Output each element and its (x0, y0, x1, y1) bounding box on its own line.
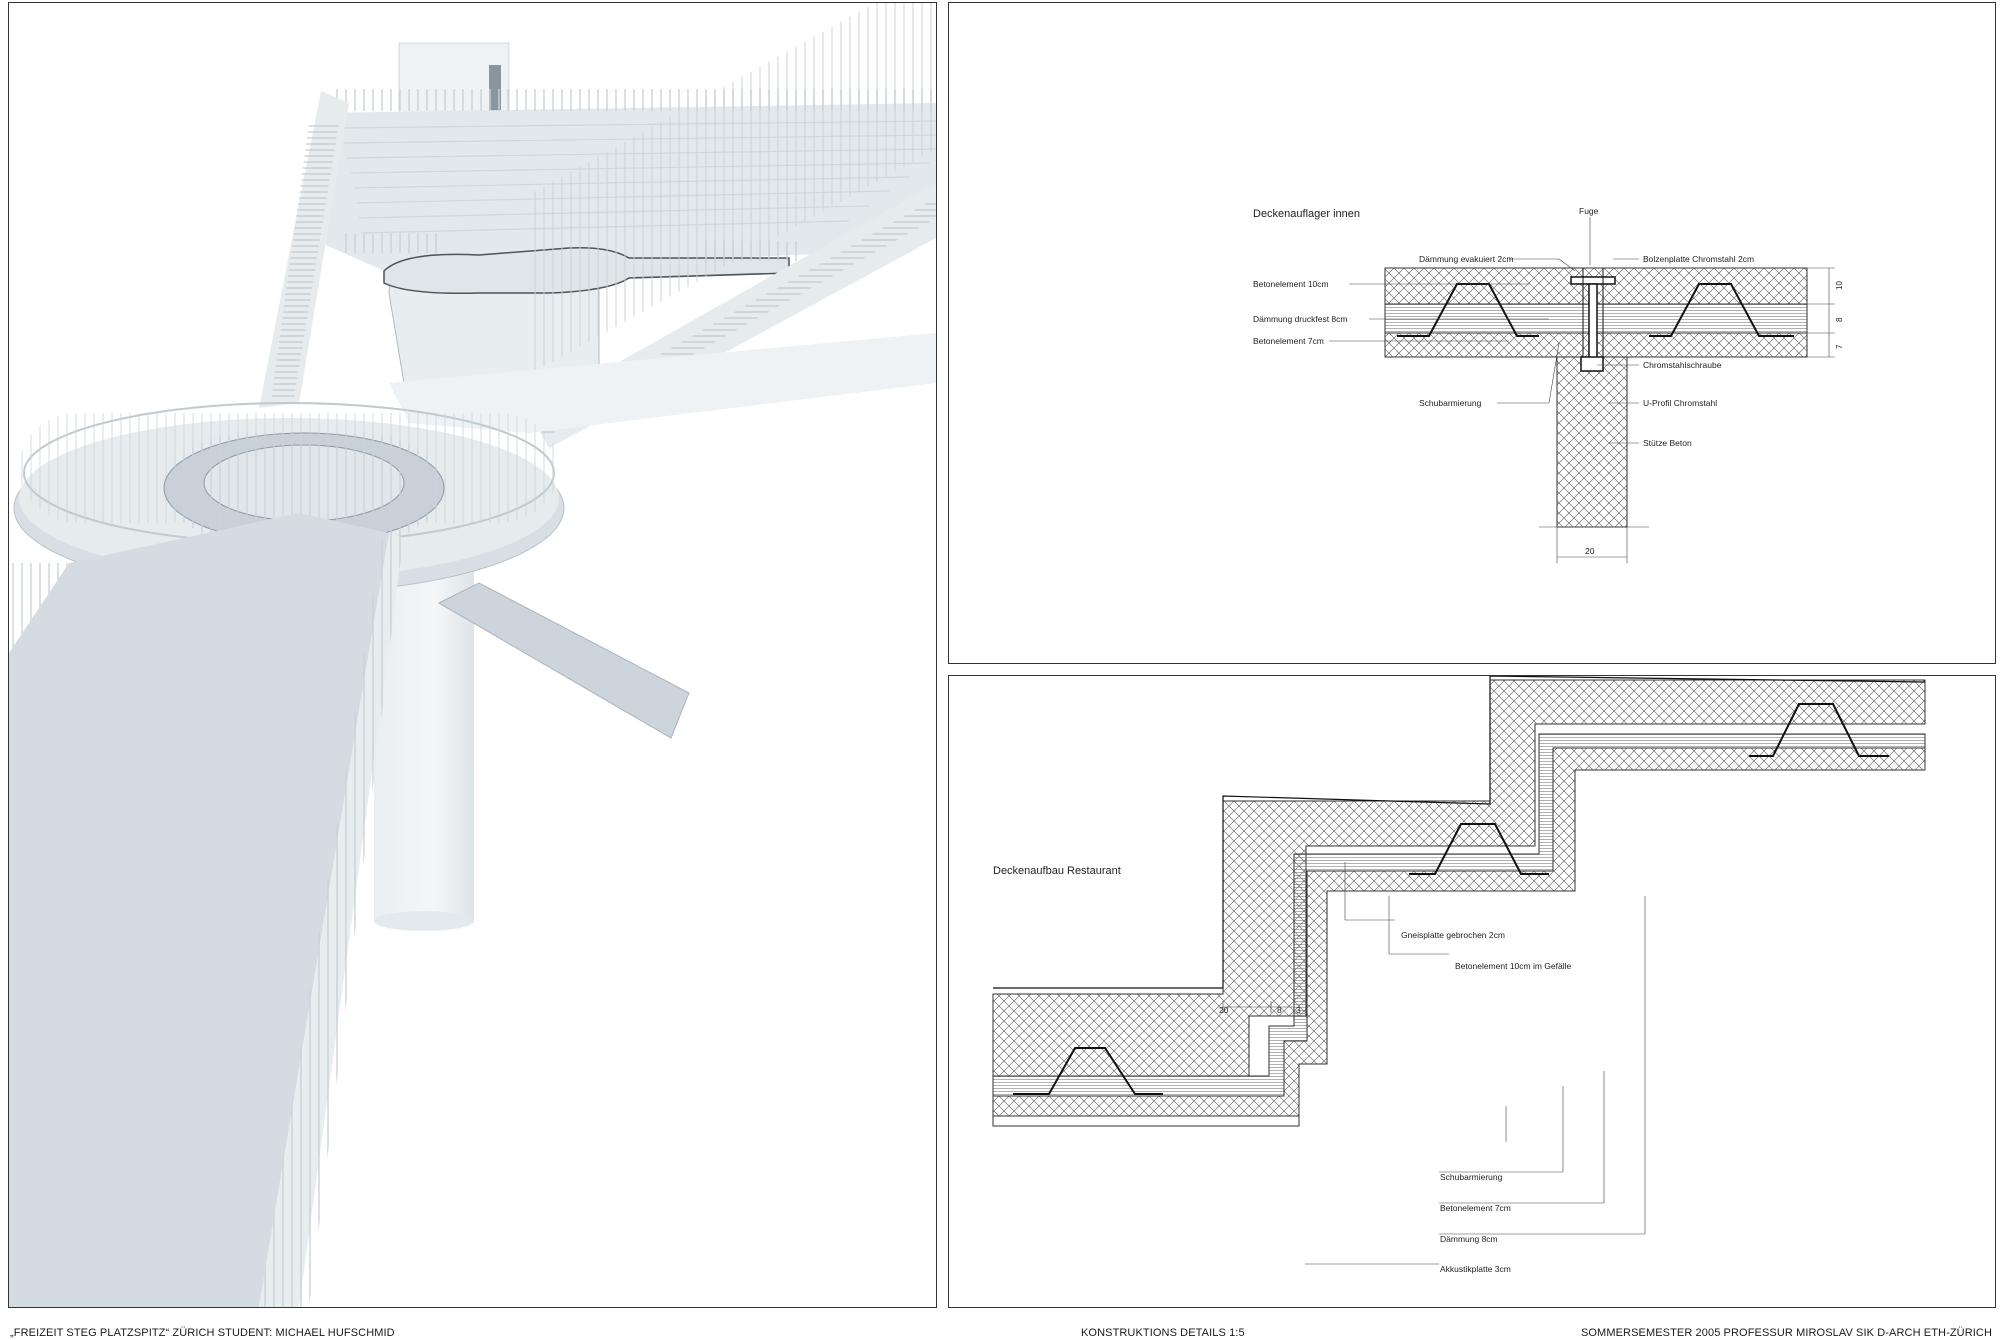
dim-10: 10 (1835, 281, 1844, 290)
detail-deckenauflager-drawing: Deckenauflager innen (1253, 206, 1844, 563)
detail-top-title: Deckenauflager innen (1253, 208, 1360, 220)
rendering-panel (8, 2, 937, 1308)
gneiss-surface (993, 675, 1926, 989)
label-daemmung-evakuiert: Dämmung evakuiert 2cm (1419, 254, 1513, 264)
detail-bottom-title: Deckenaufbau Restaurant (993, 865, 1121, 877)
rendering-illustration (9, 3, 936, 1307)
stepped-concrete-slab (992, 679, 1926, 1077)
label-u-profil: U-Profil Chromstahl (1643, 398, 1717, 408)
dim-8: 8 (1835, 317, 1844, 322)
concrete-column (1556, 356, 1628, 528)
label-schubarmierung: Schubarmierung (1419, 398, 1482, 408)
dim-8: 8 (1277, 1005, 1282, 1015)
detail-deckenaufbau-drawing: Deckenaufbau Restaurant Gneisplatte (992, 675, 1926, 1274)
label-betonelement-7: Betonelement 7cm (1440, 1203, 1511, 1213)
label-chromstahlschraube: Chromstahlschraube (1643, 360, 1722, 370)
label-bolzenplatte: Bolzenplatte Chromstahl 2cm (1643, 254, 1754, 264)
lower-concrete (992, 747, 1926, 1117)
label-betonelement-7: Betonelement 7cm (1253, 336, 1324, 346)
label-daemmung-druckfest: Dämmung druckfest 8cm (1253, 314, 1347, 324)
label-fuge: Fuge (1579, 206, 1599, 216)
label-akkustikplatte: Akkustikplatte 3cm (1440, 1264, 1511, 1274)
acoustic-panel (992, 1115, 1300, 1127)
label-daemmung-8: Dämmung 8cm (1440, 1234, 1498, 1244)
diagonal-strut (437, 582, 690, 739)
u-profile (1580, 356, 1604, 372)
dim-3: 3 (1296, 1005, 1301, 1015)
label-gneisplatte: Gneisplatte gebrochen 2cm (1401, 930, 1505, 940)
label-betonelement-10: Betonelement 10cm (1253, 279, 1329, 289)
chrome-steel-screw (1588, 283, 1598, 361)
footer-semester-professor: SOMMERSEMESTER 2005 PROFESSUR MIROSLAV S… (1580, 1327, 1992, 1339)
label-schubarmierung: Schubarmierung (1440, 1172, 1503, 1182)
dim-7: 7 (1835, 344, 1844, 349)
detail-deckenaufbau-panel: Deckenaufbau Restaurant Gneisplatte (948, 675, 1996, 1308)
bolt-plate (1570, 276, 1616, 285)
ramp-walkway (9, 513, 389, 1307)
footer-project-student: „FREIZEIT STEG PLATZSPITZ“ ZÜRICH STUDEN… (10, 1327, 395, 1339)
label-stuetze: Stütze Beton (1643, 438, 1692, 448)
dim-20: 20 (1219, 1005, 1229, 1015)
dim-20: 20 (1585, 546, 1595, 556)
detail-deckenauflager-panel: Deckenauflager innen (948, 2, 1996, 664)
footer-sheet-title: KONSTRUKTIONS DETAILS 1:5 (1081, 1327, 1245, 1339)
label-betonelement-gefaelle: Betonelement 10cm im Gefälle (1455, 961, 1571, 971)
